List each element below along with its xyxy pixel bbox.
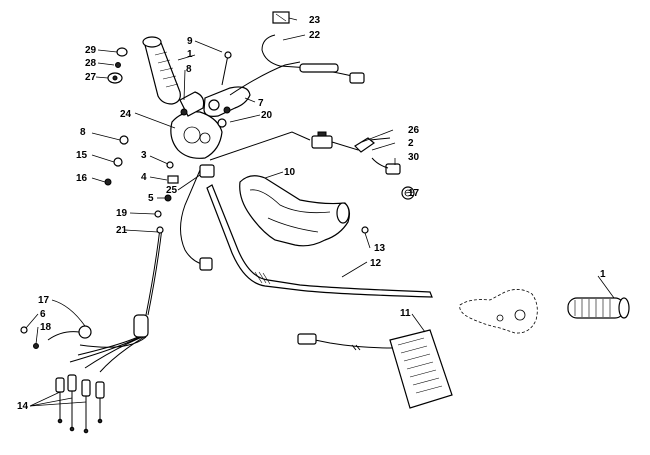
cable-harness-part (20, 226, 164, 434)
callout-labels: 29 28 27 9 1 8 7 20 24 8 15 16 3 4 5 25 … (17, 15, 606, 412)
callout-29: 29 (85, 45, 97, 56)
callout-4: 4 (141, 172, 147, 183)
callout-27: 27 (85, 72, 97, 83)
callout-17-left: 17 (38, 295, 50, 306)
callout-1-right: 1 (600, 269, 606, 280)
callout-25: 25 (166, 185, 178, 196)
left-grip-part (142, 36, 181, 105)
leader-lines (25, 17, 615, 407)
grip-heater-wire (261, 11, 365, 84)
callout-13: 13 (374, 243, 386, 254)
callout-1-left: 1 (187, 49, 193, 60)
callout-17-right: 17 (408, 188, 420, 199)
callout-5: 5 (148, 193, 154, 204)
right-control-phantom (459, 289, 538, 334)
callout-3: 3 (141, 150, 147, 161)
callout-21: 21 (116, 225, 128, 236)
callout-19: 19 (116, 208, 128, 219)
callout-10: 10 (284, 167, 296, 178)
callout-15: 15 (76, 150, 88, 161)
callout-8-left: 8 (80, 127, 86, 138)
handlebar-part (206, 184, 433, 298)
handlebar-pad-part (239, 175, 351, 247)
callout-12: 12 (370, 258, 382, 269)
callout-11: 11 (400, 308, 411, 319)
callout-24: 24 (120, 109, 132, 120)
callout-16: 16 (76, 173, 88, 184)
callout-26: 26 (408, 125, 420, 136)
heater-element-part (297, 329, 453, 409)
callout-20: 20 (261, 110, 273, 121)
switch-housing-part (170, 86, 251, 178)
callout-8-top: 8 (186, 64, 192, 75)
callout-22: 22 (309, 30, 321, 41)
callout-30: 30 (408, 152, 420, 163)
callout-18: 18 (40, 322, 52, 333)
connector-part (311, 131, 415, 200)
callout-7: 7 (258, 98, 264, 109)
housing-wiring (180, 61, 311, 271)
right-grip-part (567, 297, 630, 319)
callout-2: 2 (408, 138, 414, 149)
callout-6: 6 (40, 309, 46, 320)
callout-23: 23 (309, 15, 321, 26)
callout-28: 28 (85, 58, 97, 69)
callout-14: 14 (17, 401, 29, 412)
callout-9: 9 (187, 36, 193, 47)
